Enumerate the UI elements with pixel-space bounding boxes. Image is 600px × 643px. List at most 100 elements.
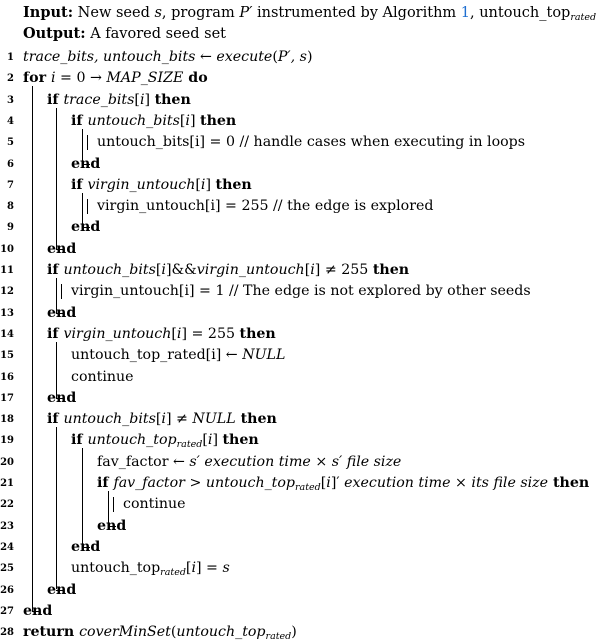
code-text: untouch_bits [63, 262, 156, 278]
line-number: 24 [0, 541, 14, 553]
code-text: i [50, 70, 56, 87]
line-number: 9 [7, 222, 14, 234]
code-text: untouch_top [176, 624, 266, 641]
code-text: ( [170, 624, 177, 641]
line-code: if untouch_bits[i] ≠ NULL then [47, 409, 277, 430]
code-text: continue [71, 368, 134, 385]
code-text: i [326, 475, 331, 491]
code-text: ] = 255 [181, 325, 240, 342]
line-code: fav_factor ← s′ execution time × s′ file… [97, 452, 401, 473]
code-text: ]′ [330, 475, 345, 491]
code-text: virgin_untouch[i] = 255 // the edge is e… [97, 198, 434, 215]
line-code: for i = 0 → MAP_SIZE do [23, 68, 208, 89]
line-number: 27 [0, 605, 14, 617]
code-text: virgin_untouch [196, 262, 305, 278]
code-text: [ [202, 432, 208, 449]
line-number: 16 [0, 371, 14, 383]
code-text: ] ≠ [165, 411, 193, 428]
line-number: 4 [7, 115, 14, 127]
statement-rule [61, 284, 62, 300]
input-label: Input: [23, 4, 74, 21]
subscript: rated [265, 631, 292, 643]
keyword: if [47, 262, 64, 278]
input-program: P′ [239, 5, 253, 21]
block-rule [82, 128, 83, 164]
code-text: virgin_untouch [87, 176, 196, 193]
code-text: s′ execution time × s′ file size [189, 453, 402, 470]
code-text: i [310, 262, 315, 278]
code-text: i [207, 432, 213, 449]
output-text: A favored seed set [90, 26, 226, 42]
code-text: untouch_bits [87, 112, 180, 129]
code-text: ] [205, 176, 216, 193]
line-number: 23 [0, 520, 14, 532]
line-code: if untouch_bits[i]&&virgin_untouch[i] ≠ … [47, 260, 409, 281]
statement-rule [113, 497, 114, 513]
block-rule-end [32, 610, 40, 612]
keyword: if [71, 112, 88, 129]
code-text: s [222, 560, 230, 577]
input-subscript: rated [570, 12, 597, 23]
keyword: return [23, 624, 80, 641]
code-text: ( [272, 49, 278, 65]
code-text: i [139, 91, 145, 108]
line-number: 15 [0, 350, 14, 362]
keyword: then [548, 475, 590, 491]
statement-rule [87, 199, 88, 215]
code-text: = 0 → [55, 70, 107, 87]
line-code: return coverMinSet(untouch_toprated) [23, 622, 297, 643]
code-text: trace_bits [63, 91, 135, 108]
keyword: if [71, 176, 88, 193]
code-text: execute [216, 49, 273, 65]
input-text: instrumented by Algorithm [252, 5, 461, 21]
algorithm-reference-link[interactable]: 1 [460, 5, 470, 21]
line-number: 12 [0, 286, 14, 298]
line-number: 1 [7, 52, 14, 63]
code-text: fav_factor ← [97, 453, 190, 470]
keyword: if [47, 91, 64, 108]
block-rule [108, 491, 109, 526]
line-number: 25 [0, 563, 14, 575]
code-text: i [191, 560, 196, 577]
line-number: 2 [7, 73, 14, 85]
line-number: 26 [0, 584, 14, 596]
code-text: ) [306, 49, 313, 65]
keyword: then [215, 176, 252, 193]
code-text: [ [320, 475, 327, 491]
block-rule-end [56, 397, 64, 399]
block-rule-end [56, 589, 64, 591]
code-text: i [200, 176, 206, 193]
block-rule-end [82, 163, 90, 165]
keyword: if [71, 432, 88, 449]
algorithm-line: 2 for i = 0 → MAP_SIZE do [0, 68, 600, 89]
code-text: i [161, 262, 166, 278]
subscript: rated [295, 482, 321, 493]
line-number: 19 [0, 435, 14, 447]
block-rule-end [108, 525, 116, 527]
code-text: [ [185, 560, 192, 577]
line-number: 22 [0, 499, 14, 511]
output-label: Output: [23, 25, 86, 42]
block-rule-end [56, 248, 64, 250]
line-number: 8 [7, 201, 14, 213]
code-text: ]&& [165, 262, 197, 278]
line-code: if virgin_untouch[i] = 255 then [47, 324, 276, 345]
algorithm-line: 8 virgin_untouch[i] = 255 // the edge is … [0, 196, 600, 217]
code-text: i [176, 325, 182, 342]
code-text: [ [179, 112, 186, 129]
line-number: 7 [7, 179, 14, 191]
block-rule [32, 86, 33, 611]
